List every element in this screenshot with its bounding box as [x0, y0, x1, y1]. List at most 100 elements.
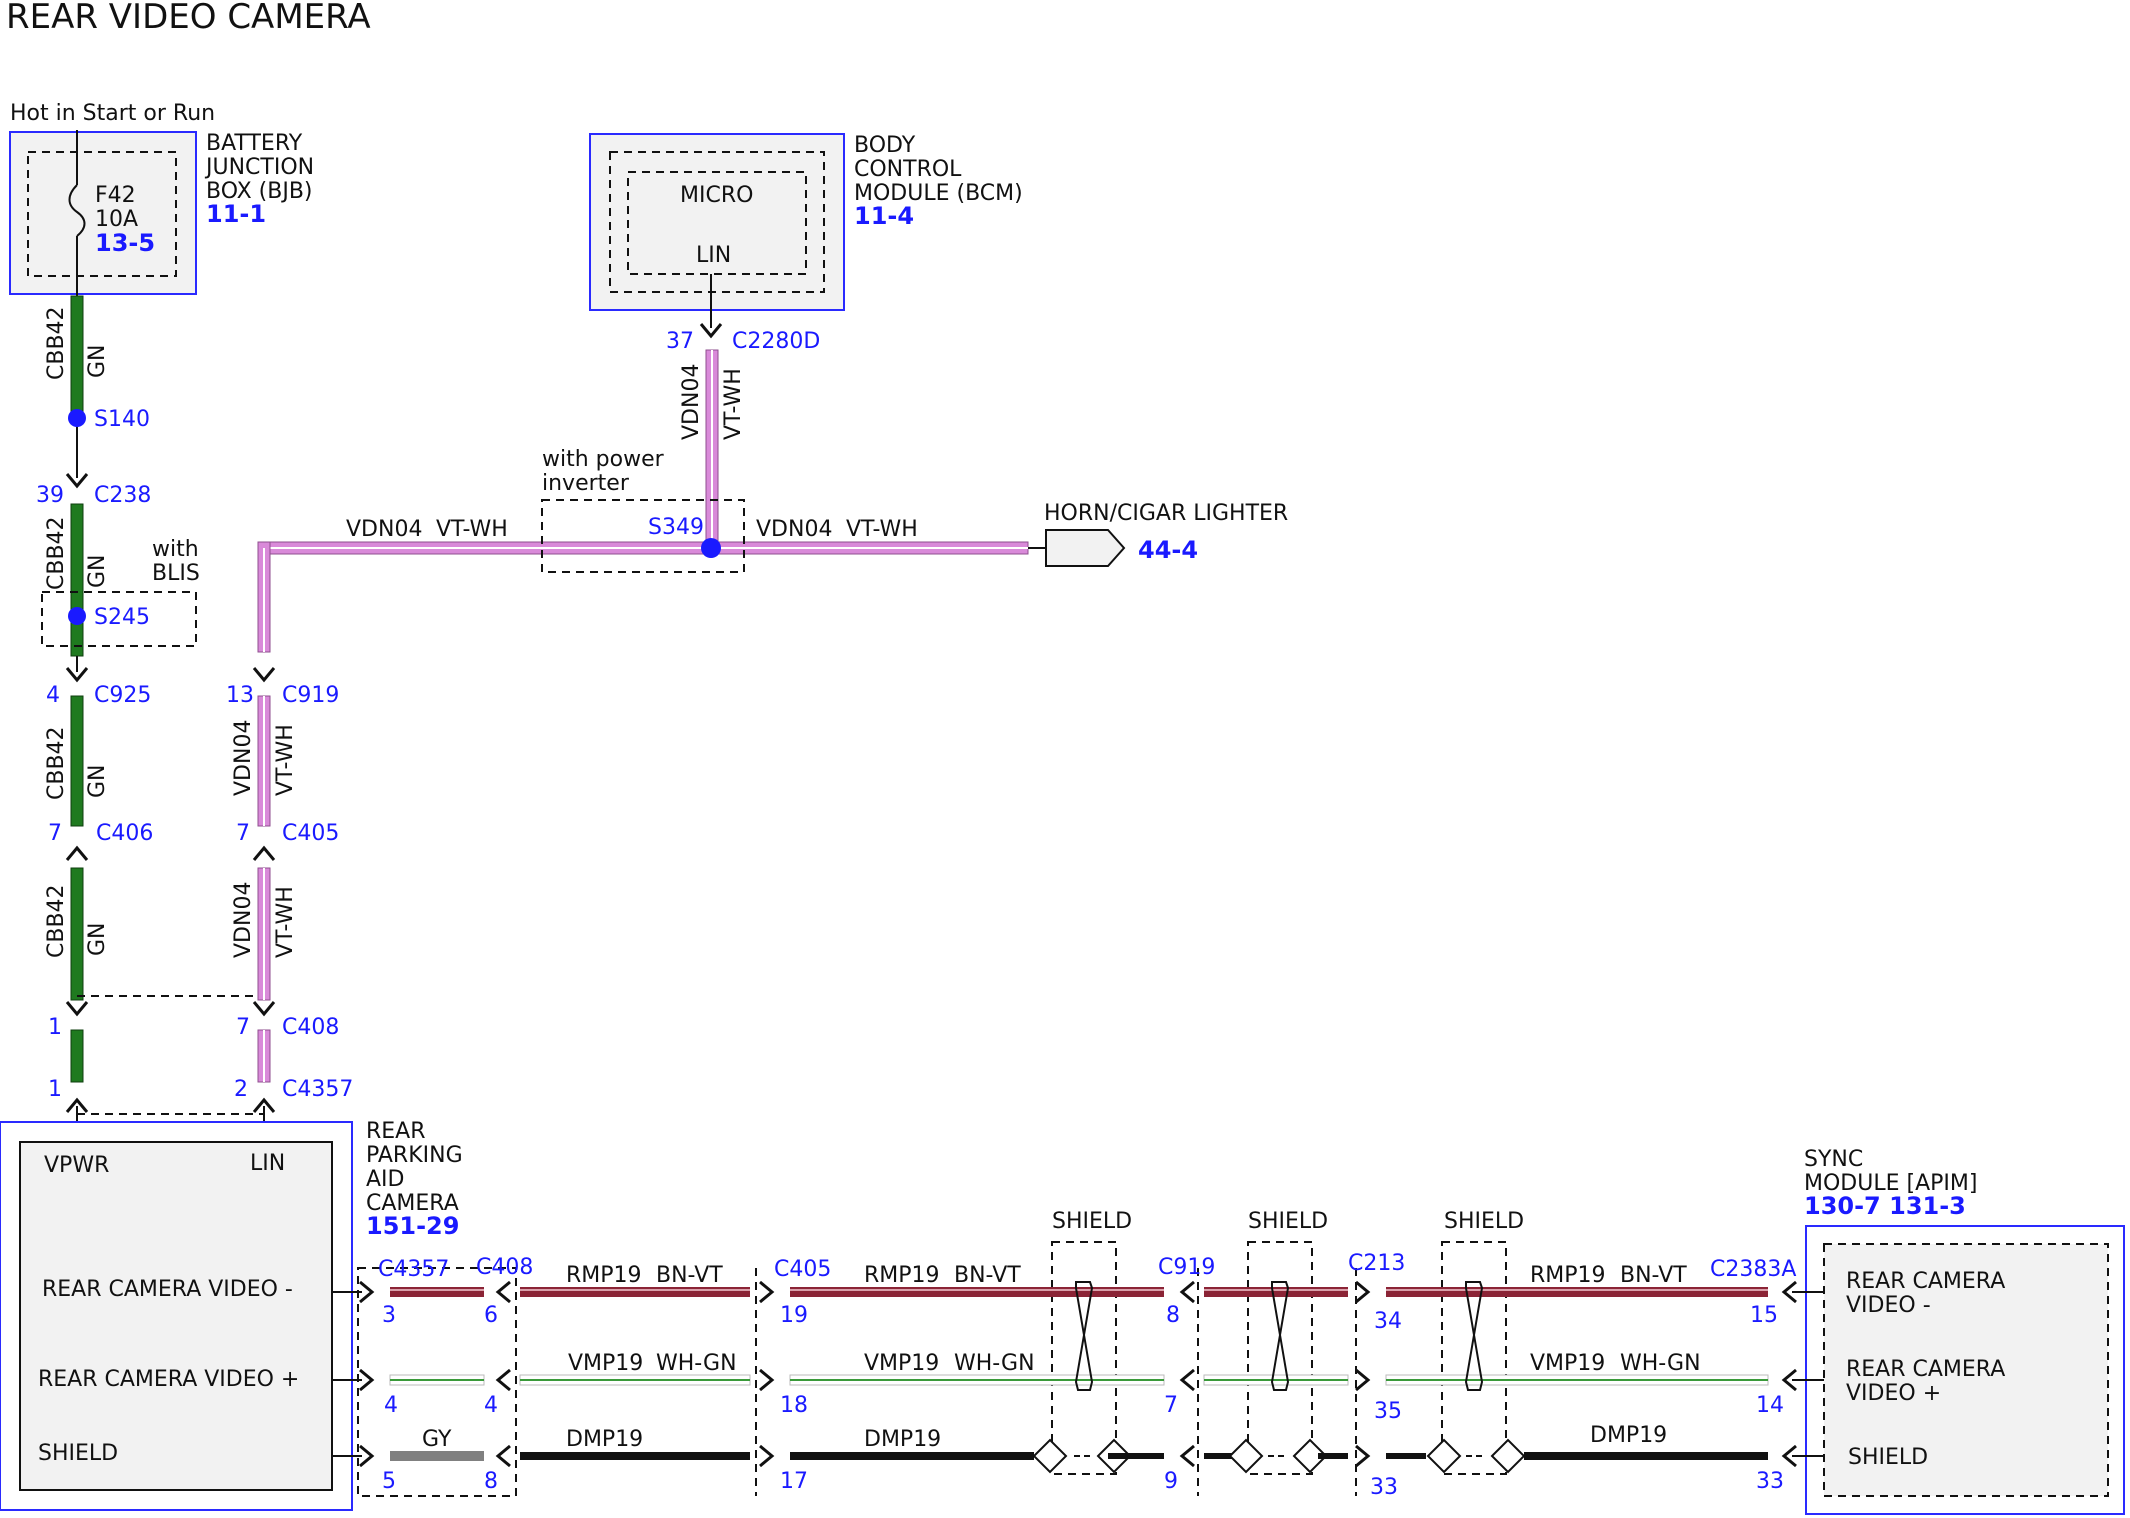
c238-id: C238: [94, 483, 151, 508]
row2-wire-c: [789, 1374, 1165, 1386]
horn-ref: 44-4: [1138, 536, 1198, 564]
c4357-lin-pin: 2: [234, 1077, 248, 1102]
twist-icon-3: [1464, 1281, 1484, 1391]
sync-pin-video-minus-2: VIDEO -: [1846, 1293, 1931, 1318]
lin-circuit-bcm: VDN04: [679, 364, 704, 440]
row1-wire-b: [520, 1287, 750, 1297]
rpa-name-2: PARKING: [366, 1143, 463, 1168]
row2-wire-e: [1385, 1374, 1769, 1386]
row3-pin-1: 5: [382, 1469, 396, 1494]
row2-wire-a: [389, 1374, 485, 1386]
row3-wire-gy: [390, 1451, 484, 1461]
twist-icon-2: [1270, 1281, 1290, 1391]
row2-pin-5: 35: [1374, 1399, 1402, 1424]
row2-pin-3: 18: [780, 1393, 808, 1418]
row2-chev-c213-icon: [1354, 1368, 1370, 1392]
row1-wire-a: [390, 1287, 484, 1297]
gn-color-1: GN: [85, 344, 110, 378]
bottom-conn-c213: C213: [1348, 1251, 1405, 1276]
bcm-micro-label: MICRO: [680, 183, 753, 208]
bottom-conn-c4357: C4357: [378, 1257, 449, 1282]
blis-label-2: BLIS: [152, 561, 200, 586]
fuse-ref: 13-5: [95, 229, 155, 257]
c4357-lin-id: C4357: [282, 1077, 353, 1102]
row3-pin-6: 33: [1756, 1469, 1784, 1494]
row3-chev-c919-icon: [1180, 1444, 1196, 1468]
bottom-conn-c408: C408: [476, 1255, 533, 1280]
gn-wire-segment-5: [70, 1029, 84, 1083]
row3-chev-c405-icon: [758, 1444, 774, 1468]
row1-circuit-1: RMP19: [566, 1263, 642, 1288]
row1-pin-1: 3: [382, 1303, 396, 1328]
splice-s140: [68, 409, 86, 427]
row1-wire-e: [1386, 1287, 1768, 1297]
splice-s349: [701, 538, 721, 558]
c408-gn-pin: 1: [48, 1015, 62, 1040]
row1-pin-6: 15: [1750, 1303, 1778, 1328]
c919-lin-chevron-icon: [252, 666, 276, 682]
sync-name-1: SYNC: [1804, 1147, 1863, 1172]
blis-label-1: with: [152, 537, 199, 562]
c406-chevron-icon: [65, 846, 89, 862]
bottom-conn-c919: C919: [1158, 1255, 1215, 1280]
c2280d-pin: 37: [666, 329, 694, 354]
gn-wire-segment-2: [70, 503, 84, 657]
row1-pin-3: 19: [780, 1303, 808, 1328]
lin-circuit-2: VDN04: [231, 720, 256, 796]
splice-s140-label: S140: [94, 407, 150, 432]
shield-drain-icon-2a: [1228, 1438, 1264, 1474]
fuse-icon: [68, 184, 86, 237]
rpa-pin-video-minus: REAR CAMERA VIDEO -: [42, 1277, 293, 1302]
row1-chev-c405-icon: [758, 1280, 774, 1304]
bottom-conn-c405: C405: [774, 1257, 831, 1282]
row2-color-2: WH-GN: [954, 1351, 1035, 1376]
c4357-c408-group-box: [357, 1267, 517, 1497]
bcm-micro-box: [627, 171, 807, 275]
splice-s245: [68, 607, 86, 625]
gn-color-4: GN: [85, 922, 110, 956]
twist-icon-1: [1074, 1281, 1094, 1391]
row1-wire-c: [790, 1287, 1164, 1297]
bcm-ref: 11-4: [854, 202, 914, 230]
c405-lin-pin: 7: [236, 821, 250, 846]
bjb-name-3: BOX (BJB): [206, 179, 313, 204]
row3-chev-c213-icon: [1354, 1444, 1370, 1468]
gn-circuit-2: CBB42: [44, 516, 69, 590]
gn-circuit-3: CBB42: [44, 726, 69, 800]
row1-chev-c408-icon: [496, 1280, 512, 1304]
row2-circuit-3: VMP19: [1530, 1351, 1605, 1376]
bcm-inner-box: [609, 151, 825, 293]
fuse-id: F42: [95, 183, 136, 208]
c408-gn-chevron-icon: [65, 1000, 89, 1016]
bjb-name-1: BATTERY: [206, 131, 303, 156]
row1-chev-c919-icon: [1180, 1280, 1196, 1304]
row2-color-1: WH-GN: [656, 1351, 737, 1376]
bcm-name-1: BODY: [854, 133, 916, 158]
shield-label-1: SHIELD: [1052, 1209, 1132, 1234]
row2-pin-1: 4: [384, 1393, 398, 1418]
c919-lin-id: C919: [282, 683, 339, 708]
sync-ref: 130-7 131-3: [1804, 1192, 1966, 1220]
rpa-name-3: AID: [366, 1167, 404, 1192]
bottom-conn-c2383a: C2383A: [1710, 1257, 1796, 1282]
row2-color-3: WH-GN: [1620, 1351, 1701, 1376]
rpa-pin-shield: SHIELD: [38, 1441, 118, 1466]
inverter-label-1: with power: [542, 447, 665, 472]
gn-circuit-4: CBB42: [44, 884, 69, 958]
rpa-name-1: REAR: [366, 1119, 426, 1144]
power-label: Hot in Start or Run: [10, 101, 215, 126]
row3-circuit-1: DMP19: [566, 1427, 643, 1452]
row1-circuit-2: RMP19: [864, 1263, 940, 1288]
bcm-lin-pin: LIN: [696, 243, 731, 268]
c408-lin-id: C408: [282, 1015, 339, 1040]
bcm-module-box: [589, 133, 845, 311]
c919-lin-pin: 13: [226, 683, 254, 708]
bcm-name-3: MODULE (BCM): [854, 181, 1023, 206]
row1-color-3: BN-VT: [1620, 1263, 1687, 1288]
row3-pin-3: 17: [780, 1469, 808, 1494]
lin-color-left: VT-WH: [436, 517, 508, 542]
row2-chev-c919-icon: [1180, 1368, 1196, 1392]
shield-box-3: [1441, 1241, 1507, 1475]
diagram-title: REAR VIDEO CAMERA: [6, 0, 371, 37]
